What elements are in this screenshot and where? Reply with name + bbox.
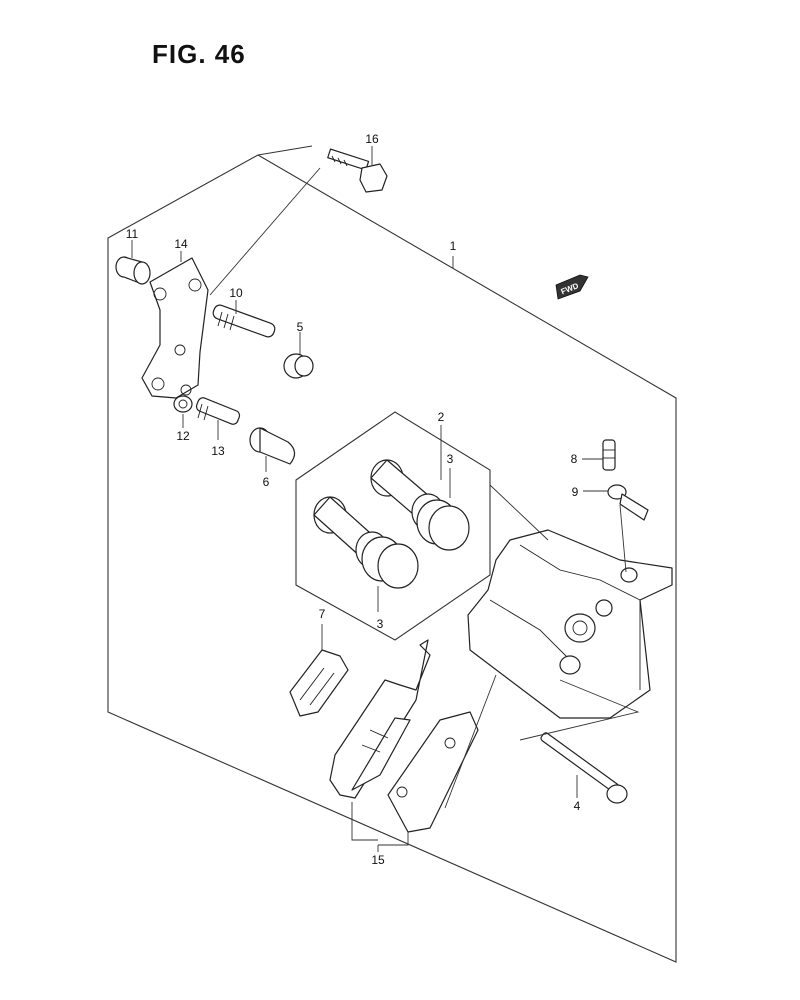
callout-3-lower: 3 [377, 617, 384, 631]
callout-13: 13 [211, 444, 225, 458]
callout-6: 6 [263, 475, 270, 489]
callout-16: 16 [365, 132, 379, 146]
pin-13 [195, 397, 241, 440]
boot-6 [249, 427, 296, 472]
assembly-frame [107, 154, 677, 963]
callout-8: 8 [571, 452, 578, 466]
callout-7: 7 [319, 607, 326, 621]
piston-kit-frame [295, 411, 491, 641]
spring-7 [289, 624, 349, 717]
fwd-arrow-icon: FWD [555, 274, 589, 300]
bracket-14 [141, 251, 209, 399]
callout-11: 11 [126, 227, 139, 241]
sleeve-11 [115, 240, 151, 285]
bleeder-8 [582, 439, 616, 471]
figure-title: FIG. 46 [152, 39, 246, 69]
callout-14: 14 [174, 237, 188, 251]
washer-12 [173, 395, 193, 428]
brake-pads-15 [329, 639, 479, 852]
pin-4 [519, 679, 640, 804]
callout-9: 9 [572, 485, 579, 499]
callout-5: 5 [297, 320, 304, 334]
bolt-16 [257, 145, 388, 193]
callout-2: 2 [438, 410, 445, 424]
callout-4: 4 [574, 799, 581, 813]
pin-10 [212, 300, 276, 338]
callout-3-upper: 3 [447, 452, 454, 466]
leader-pads-to-body [444, 674, 497, 809]
caliper-body [467, 529, 673, 719]
callout-1: 1 [450, 239, 457, 253]
callout-10: 10 [229, 286, 243, 300]
piston-and-seals [313, 425, 470, 612]
leader-bolt-to-bracket [209, 167, 321, 296]
leader-kit-to-body [489, 484, 549, 541]
callout-12: 12 [176, 429, 190, 443]
callout-15: 15 [371, 853, 385, 867]
boot-5 [283, 332, 314, 379]
cap-9 [583, 484, 649, 573]
